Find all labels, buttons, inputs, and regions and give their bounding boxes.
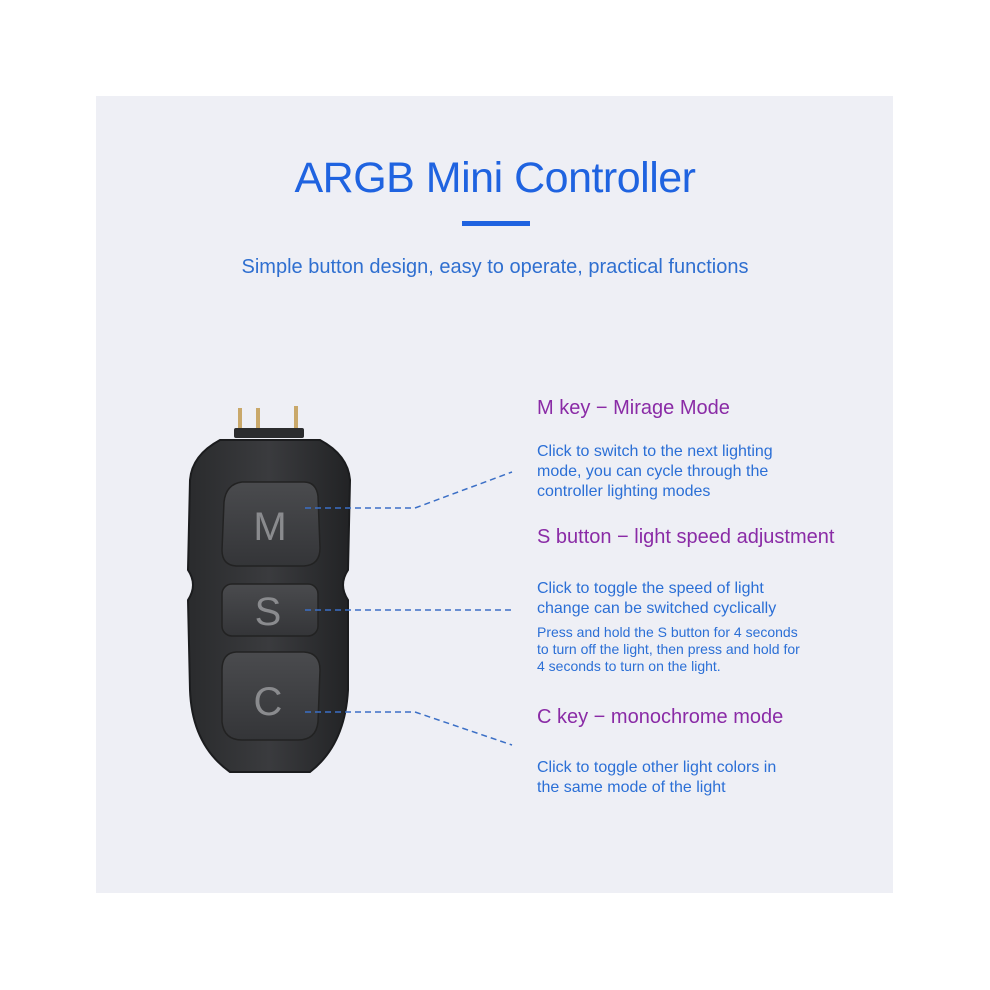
c-key-heading: C key − monochrome mode	[537, 706, 784, 728]
c-key-label: C	[254, 680, 283, 724]
s-button-description: Click to toggle the speed of light chang…	[537, 580, 777, 617]
s-button-heading: S button − light speed adjustment	[537, 526, 835, 548]
page-title: ARGB Mini Controller	[294, 154, 697, 202]
m-key-heading: M key − Mirage Mode	[537, 397, 730, 419]
s-key-label: S	[255, 590, 282, 634]
connector-pins	[234, 406, 304, 438]
c-key-description: Click to toggle other light colors in th…	[537, 759, 777, 796]
controller-device: M S C	[186, 406, 352, 773]
m-key-label: M	[253, 505, 286, 549]
c-key[interactable]: C	[221, 651, 321, 741]
s-button-note: Press and hold the S button for 4 second…	[537, 624, 800, 674]
page-subtitle: Simple button design, easy to operate, p…	[241, 256, 749, 278]
s-key[interactable]: S	[221, 583, 319, 637]
m-key[interactable]: M	[221, 481, 321, 567]
title-underline	[462, 221, 530, 226]
m-key-description: Click to switch to the next lighting mod…	[537, 443, 773, 500]
